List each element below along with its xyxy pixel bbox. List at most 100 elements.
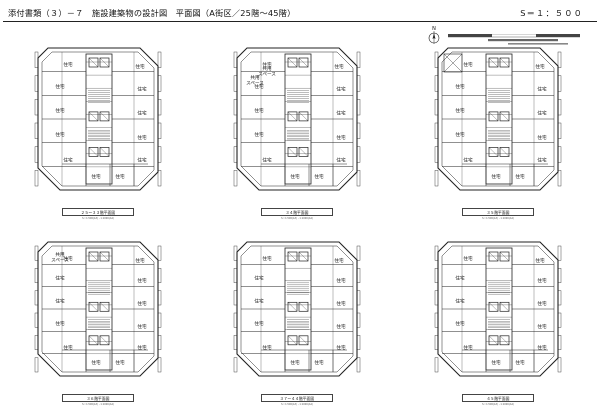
unit-label-0: 住宅 [463,61,473,68]
unit-label-7: 住宅 [336,323,346,330]
north-arrow-icon: N [426,26,442,46]
unit-label-9: 住宅 [91,173,101,180]
plan-caption-scale: S＝1:500(A3)・1:1000(A4) [281,217,313,220]
inner-wall-line [240,245,354,373]
unit-label-11: 住宅 [537,157,547,164]
unit-label-1: 住宅 [334,63,344,70]
unit-label-10: 住宅 [115,359,125,366]
unit-label-3: 住宅 [537,277,547,284]
unit-label-4: 住宅 [55,297,65,304]
floor-plan-drawing: 住宅住宅住宅住宅住宅住宅住宅住宅住宅住宅住宅住宅共用スペース [34,241,162,377]
common-space-label-1-1: スペース [246,81,264,87]
unit-label-2: 住宅 [254,275,264,282]
unit-label-4: 住宅 [455,107,465,114]
inner-wall-line [41,245,155,373]
unit-label-2: 住宅 [254,83,264,90]
plan-caption-title: ３５階平面図 [462,208,534,216]
unit-label-8: 住宅 [63,157,73,164]
common-space-label-0-1: スペース [258,72,276,78]
unit-label-2: 住宅 [455,275,465,282]
drawing-title: 添付書類（３）－７ 施設建築物の設計図 平面図（A街区／25階～45階） [8,8,296,18]
unit-label-5: 住宅 [336,300,346,307]
plan-caption-scale: S＝1:500(A3)・1:1000(A4) [281,403,313,406]
unit-label-3: 住宅 [137,277,147,284]
unit-label-7: 住宅 [137,134,147,141]
unit-label-11: 住宅 [137,157,147,164]
common-space-label-0-1: スペース [51,258,69,264]
unit-label-3: 住宅 [336,277,346,284]
building-outline [437,47,559,191]
unit-label-1: 住宅 [334,257,344,264]
unit-label-9: 住宅 [91,359,101,366]
plan-caption-title: ３４階平面図 [261,208,333,216]
floor-plan-drawing: 住宅住宅住宅住宅住宅住宅住宅住宅住宅住宅住宅住宅 [233,241,361,377]
unit-label-3: 住宅 [537,86,547,93]
inner-wall-line [441,245,555,373]
unit-label-11: 住宅 [537,344,547,351]
unit-label-5: 住宅 [537,110,547,117]
floor-plan-drawing: 住宅住宅住宅住宅住宅住宅住宅住宅住宅住宅住宅住宅 [34,47,162,191]
unit-label-10: 住宅 [515,359,525,366]
unit-label-6: 住宅 [55,320,65,327]
plan-caption-scale: S＝1:500(A3)・1:1000(A4) [82,403,114,406]
building-outline [437,241,559,377]
drawing-scale: S＝１：５００ [520,8,583,18]
unit-label-6: 住宅 [455,320,465,327]
plan-caption-scale: S＝1:500(A3)・1:1000(A4) [482,403,514,406]
unit-label-11: 住宅 [336,344,346,351]
unit-label-7: 住宅 [537,134,547,141]
unit-label-1: 住宅 [135,257,145,264]
unit-label-5: 住宅 [137,110,147,117]
unit-label-6: 住宅 [55,131,65,138]
unit-label-0: 住宅 [63,255,73,262]
unit-label-8: 住宅 [63,344,73,351]
plan-caption-scale: S＝1:500(A3)・1:1000(A4) [482,217,514,220]
floor-plan-drawing: 住宅住宅住宅住宅住宅住宅住宅住宅住宅住宅住宅住宅 [434,241,562,377]
plan-caption-scale: S＝1:500(A3)・1:1000(A4) [82,217,114,220]
unit-label-4: 住宅 [455,297,465,304]
unit-label-5: 住宅 [537,300,547,307]
unit-label-6: 住宅 [455,131,465,138]
unit-label-4: 住宅 [254,107,264,114]
unit-label-8: 住宅 [262,344,272,351]
unit-label-10: 住宅 [314,359,324,366]
plan-caption-title: ２５～３３階平面図 [62,208,134,216]
unit-label-9: 住宅 [290,359,300,366]
unit-label-7: 住宅 [137,323,147,330]
unit-label-8: 住宅 [262,157,272,164]
unit-label-4: 住宅 [55,107,65,114]
floor-plan-drawing: 住宅住宅住宅住宅住宅住宅住宅住宅住宅住宅住宅住宅 [434,47,562,191]
unit-label-3: 住宅 [336,86,346,93]
unit-label-8: 住宅 [463,344,473,351]
unit-label-10: 住宅 [515,173,525,180]
unit-label-0: 住宅 [63,61,73,68]
building-outline [37,241,159,377]
inner-wall-line [441,51,555,187]
unit-label-9: 住宅 [290,173,300,180]
unit-label-11: 住宅 [336,157,346,164]
unit-label-10: 住宅 [115,173,125,180]
plan-caption-title: ３６階平面図 [62,394,134,402]
unit-label-8: 住宅 [463,157,473,164]
common-space-label-0-0: 共用 [262,65,272,72]
plan-caption-title: ３７～４４階平面図 [261,394,333,402]
building-outline [236,47,358,191]
unit-label-0: 住宅 [463,255,473,262]
unit-label-1: 住宅 [535,257,545,264]
building-outline [236,241,358,377]
unit-label-5: 住宅 [336,110,346,117]
building-outline [37,47,159,191]
unit-label-11: 住宅 [137,344,147,351]
unit-label-9: 住宅 [491,173,501,180]
unit-label-1: 住宅 [135,63,145,70]
unit-label-5: 住宅 [137,300,147,307]
north-label: N [432,26,436,32]
